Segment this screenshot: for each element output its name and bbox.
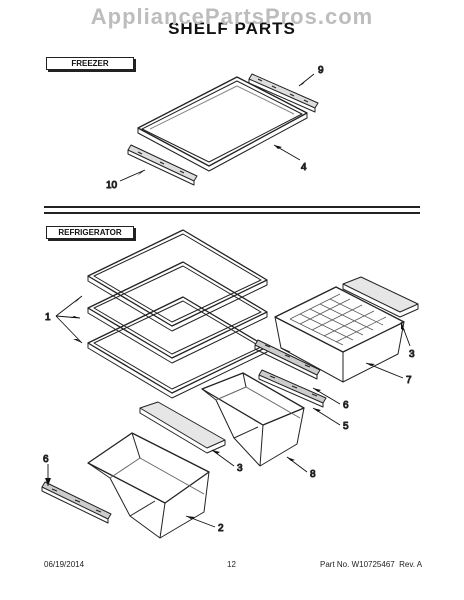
watermark: AppliancePartsPros.com bbox=[90, 4, 374, 29]
upper-pan bbox=[274, 286, 405, 383]
callout-7: 7 bbox=[406, 375, 412, 386]
pan-cover-lower bbox=[139, 401, 226, 454]
footer-page-number: 12 bbox=[227, 560, 236, 569]
footer-part-number: Part No. W10725467 Rev. A bbox=[320, 560, 423, 569]
section-divider-bottom bbox=[44, 212, 420, 214]
freezer-section-label: FREEZER bbox=[46, 57, 134, 70]
callout-6-lower: 6 bbox=[43, 454, 49, 465]
footer-date: 06/19/2014 bbox=[44, 560, 85, 569]
callout-8: 8 bbox=[310, 469, 316, 480]
callout-2: 2 bbox=[218, 523, 224, 534]
freezer-shelf bbox=[137, 76, 308, 172]
callout-4: 4 bbox=[301, 162, 307, 173]
pan-rail-upper bbox=[254, 339, 321, 380]
callout-1: 1 bbox=[45, 312, 51, 323]
pan-rail-lower bbox=[258, 369, 327, 408]
refrigerator-shelves bbox=[87, 229, 268, 399]
callout-3-lower: 3 bbox=[237, 463, 243, 474]
pan-cover-upper bbox=[342, 276, 419, 318]
callout-9: 9 bbox=[318, 65, 324, 76]
page-title: SHELF PARTS bbox=[168, 19, 296, 38]
pan-rail-loose bbox=[41, 481, 112, 524]
middle-crisper-drawer bbox=[201, 372, 305, 467]
lower-crisper-drawer bbox=[87, 432, 210, 539]
callout-3-upper: 3 bbox=[409, 349, 415, 360]
callout-6-upper: 6 bbox=[343, 400, 349, 411]
callout-10: 10 bbox=[106, 180, 118, 191]
freezer-rail-right bbox=[248, 73, 319, 113]
leader-arrowheads bbox=[45, 80, 405, 519]
refrigerator-section-label: REFRIGERATOR bbox=[46, 226, 134, 239]
freezer-rail-left bbox=[127, 144, 198, 186]
callout-5: 5 bbox=[343, 421, 349, 432]
section-divider-top bbox=[44, 206, 420, 208]
